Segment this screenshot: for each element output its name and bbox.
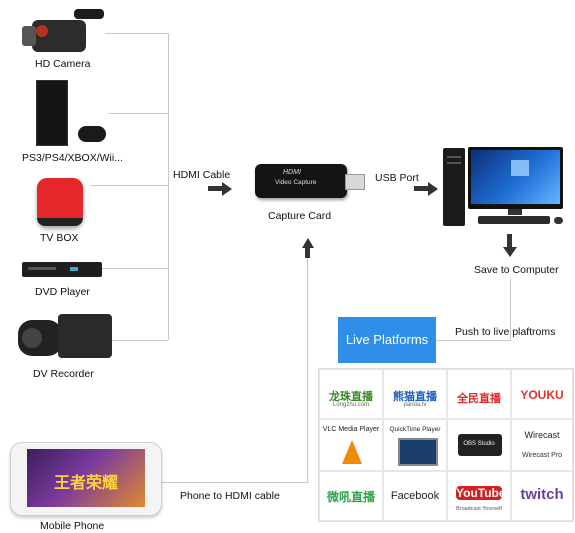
game-console-icon <box>36 80 108 146</box>
capture-card-video-text: Video Capture <box>275 179 317 186</box>
line-to-live <box>436 340 511 341</box>
line-dv <box>112 340 168 341</box>
platform-twitch: twitch <box>511 471 573 521</box>
platform-facebook: Facebook <box>383 471 447 521</box>
platform-youku: YOUKU <box>511 369 573 419</box>
platform-quanmin: 全民直播 <box>447 369 511 419</box>
live-platforms-title: Live Platforms <box>345 332 429 347</box>
live-platforms-box: Live Platforms <box>338 317 436 363</box>
platform-obs: OBS Studio <box>447 419 511 471</box>
tv-box-icon <box>37 178 83 226</box>
line-console <box>108 113 168 114</box>
source-label-dvd: DVD Player <box>35 286 90 298</box>
hdmi-arrow-head <box>222 182 232 196</box>
obs-icon <box>458 434 502 456</box>
phone-hdmi-label: Phone to HDMI cable <box>180 490 280 502</box>
bus-vertical-line <box>168 33 169 340</box>
pc-monitor-screen <box>471 150 560 204</box>
source-label-phone: Mobile Phone <box>40 520 105 532</box>
hdmi-arrow-shaft <box>208 186 222 191</box>
pc-keyboard <box>478 216 550 224</box>
pc-tower <box>443 148 465 226</box>
phone-screen-text: 王者荣耀 <box>53 475 118 492</box>
phone-arrow-shaft <box>305 248 310 258</box>
platform-panda: 熊猫直播 panda.tv <box>383 369 447 419</box>
push-live-label: Push to live plaftroms <box>455 326 556 338</box>
save-arrow-head <box>503 247 517 257</box>
source-label-tvbox: TV BOX <box>40 232 79 244</box>
platform-vlc: VLC Media Player <box>319 419 383 471</box>
usb-arrow-shaft <box>414 186 428 191</box>
usb-port-label: USB Port <box>375 172 419 184</box>
capture-card-device: HDMI Video Capture <box>255 164 347 198</box>
phone-arrow-head <box>302 238 314 248</box>
phone-screen: 王者荣耀 <box>27 449 145 507</box>
vlc-cone-icon <box>342 440 362 464</box>
save-to-computer-label: Save to Computer <box>474 264 559 276</box>
dv-recorder-icon <box>18 310 114 362</box>
line-tvbox <box>90 185 168 186</box>
platform-youtube: YouTube Broadcast Yourself <box>447 471 511 521</box>
pc-monitor-stand <box>508 209 522 215</box>
quicktime-screen-icon <box>398 438 438 466</box>
capture-card-hdmi-text: HDMI <box>283 169 301 176</box>
save-arrow-shaft <box>507 234 512 247</box>
mobile-phone-icon: 王者荣耀 <box>10 442 162 516</box>
line-dvd <box>102 268 168 269</box>
dvd-player-icon <box>22 262 102 277</box>
source-label-dv: DV Recorder <box>33 368 94 380</box>
line-phone-vertical <box>307 250 308 482</box>
pc-monitor <box>468 147 563 209</box>
pc-mouse <box>554 217 563 224</box>
usb-arrow-head <box>428 182 438 196</box>
line-save-down <box>510 278 511 340</box>
platform-grid: 龙珠直播 Longzhu.com 熊猫直播 panda.tv 全民直播 YOUK… <box>318 368 574 522</box>
line-phone-horizontal <box>160 482 308 483</box>
platform-quicktime: QuickTime Player <box>383 419 447 471</box>
source-label-camera: HD Camera <box>35 58 91 70</box>
capture-card-usb-plug <box>345 174 365 190</box>
source-label-console: PS3/PS4/XBOX/Wii... <box>22 152 123 164</box>
platform-wirecast: Wirecast Wirecast Pro <box>511 419 573 471</box>
platform-longzhu: 龙珠直播 Longzhu.com <box>319 369 383 419</box>
line-camera <box>105 33 168 34</box>
hd-camera-icon <box>14 6 106 54</box>
hdmi-cable-label: HDMI Cable <box>173 169 231 181</box>
platform-weihou: 微吼直播 <box>319 471 383 521</box>
capture-card-label: Capture Card <box>268 210 332 222</box>
